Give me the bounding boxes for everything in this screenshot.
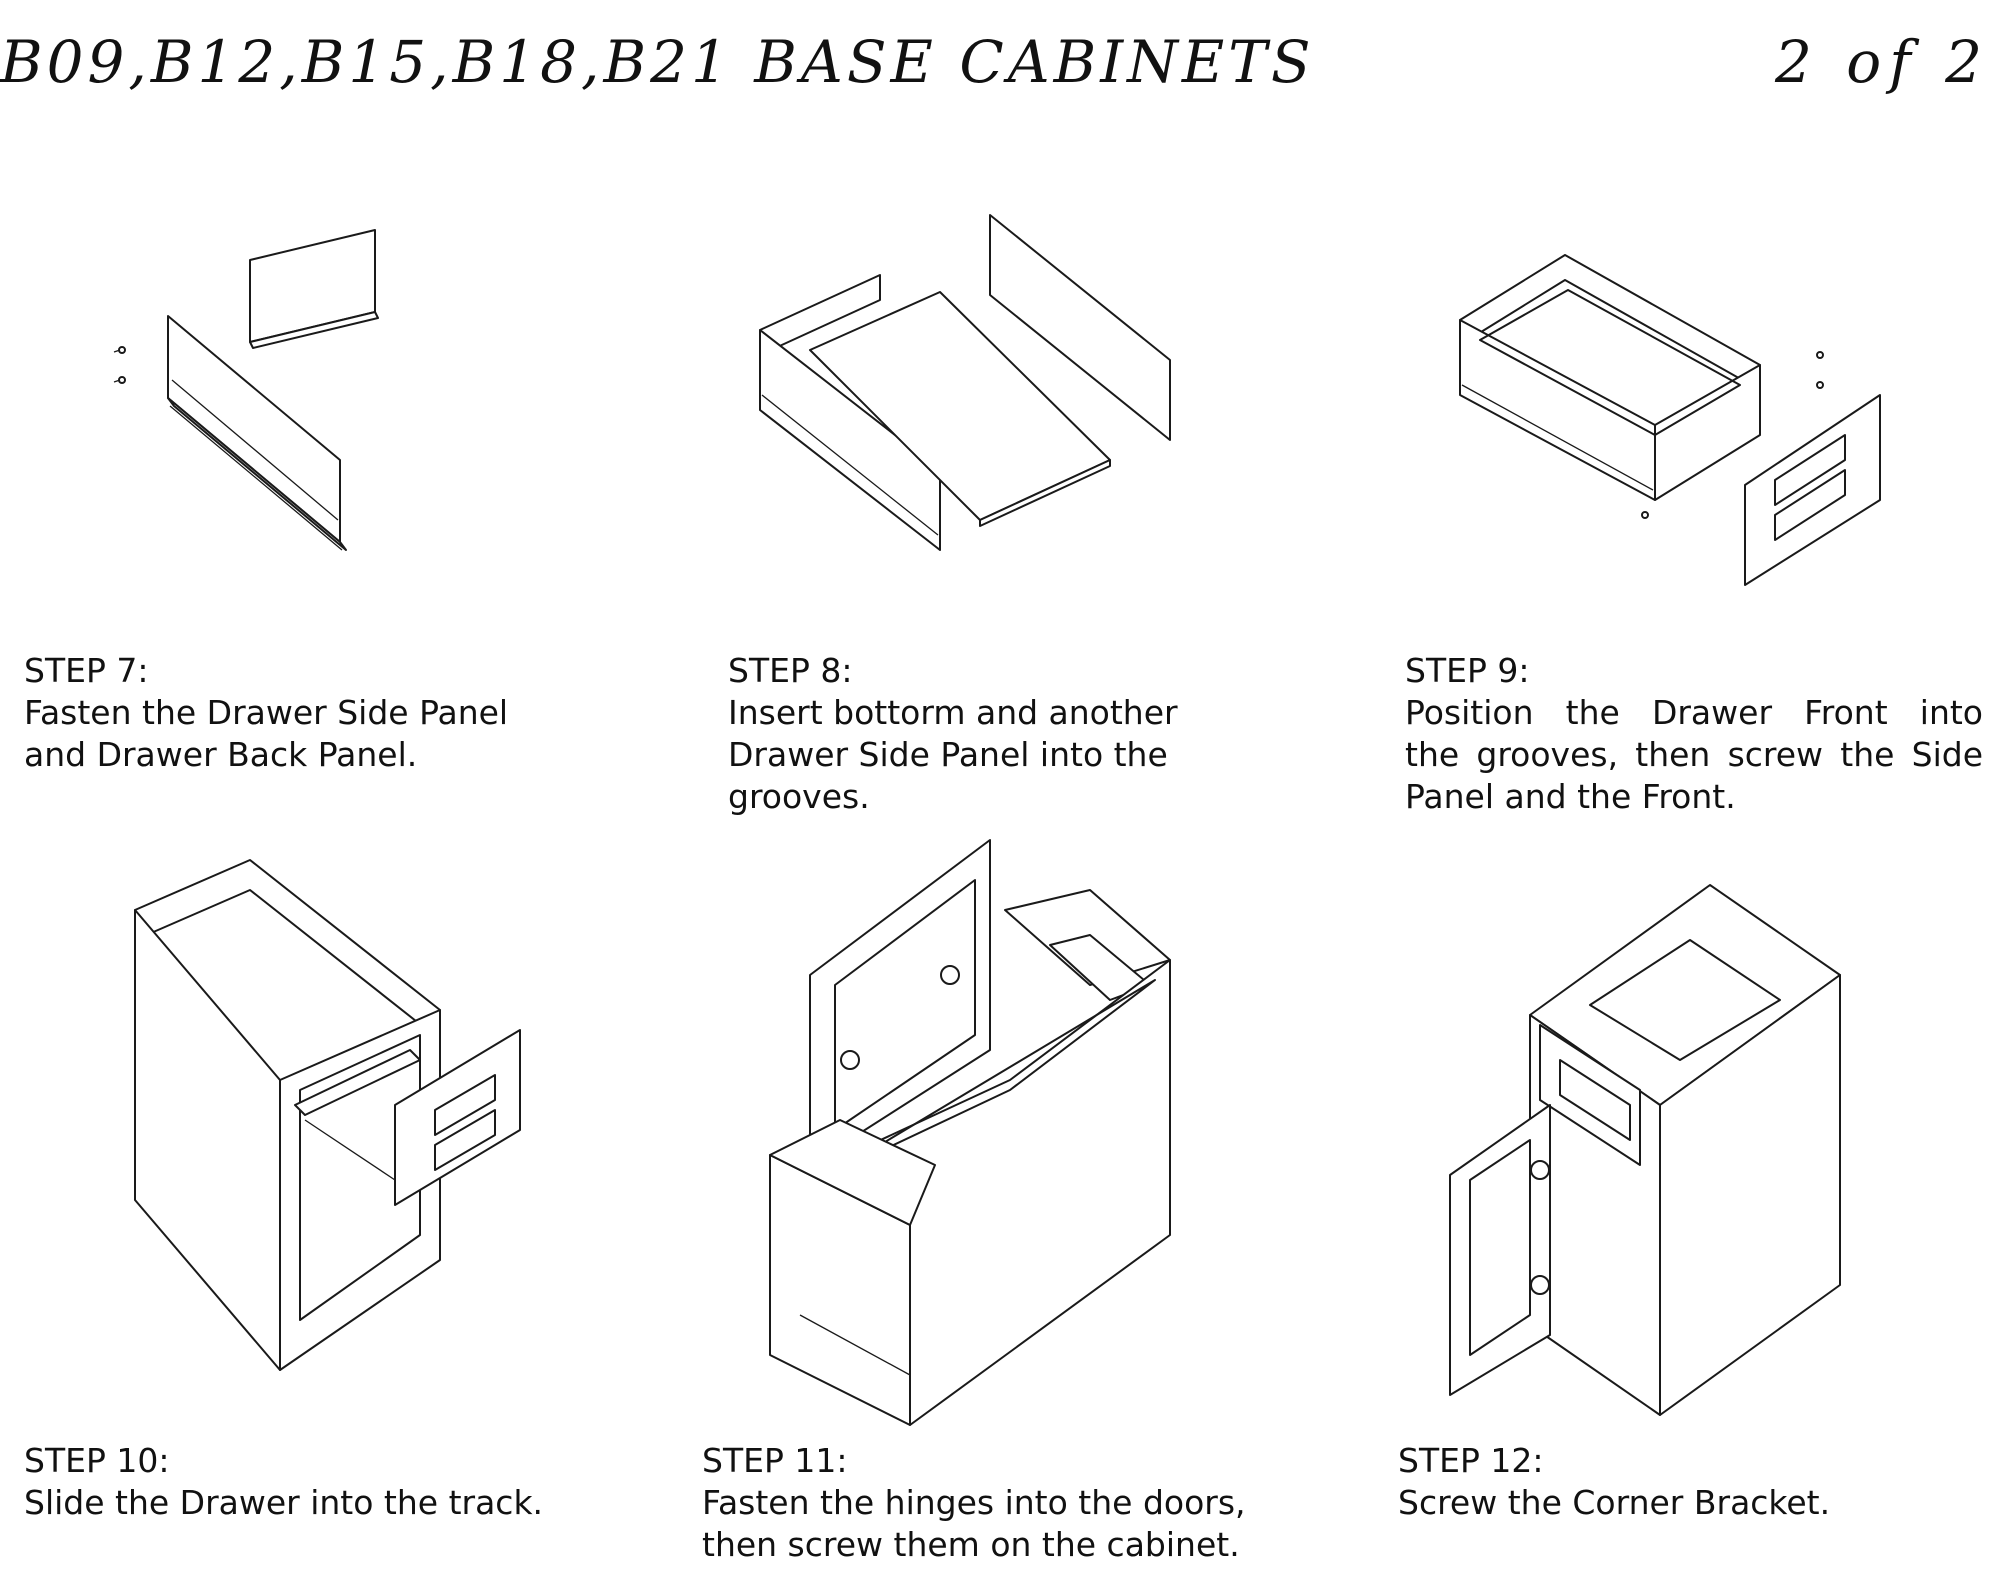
step-7: STEP 7: Fasten the Drawer Side Panel and… [24, 650, 664, 776]
step-7-title: STEP 7: [24, 651, 149, 690]
step-11-line-2: then screw them on the cabinet. [702, 1525, 1240, 1564]
step-12-line-1: Screw the Corner Bracket. [1398, 1483, 1831, 1522]
step-10-line-1: Slide the Drawer into the track. [24, 1483, 544, 1522]
step-9: STEP 9: Position the Drawer Front into t… [1405, 650, 1983, 818]
step-9-illustration [1450, 245, 1890, 586]
step-8-title: STEP 8: [728, 651, 853, 690]
step-11-illustration [760, 835, 1190, 1426]
page-number: 2 of 2 [1774, 28, 1990, 96]
step-11-title: STEP 11: [702, 1441, 848, 1480]
step-8-illustration [740, 210, 1180, 560]
step-12: STEP 12: Screw the Corner Bracket. [1398, 1440, 1978, 1524]
step-9-line-1: Position the Drawer Front into [1405, 693, 1983, 732]
step-10-illustration [120, 859, 540, 1380]
step-7-line-2: and Drawer Back Panel. [24, 735, 418, 774]
step-7-illustration [100, 220, 380, 560]
step-8-line-1: Insert bottorm and another [728, 693, 1178, 732]
step-11-line-1: Fasten the hinges into the doors, [702, 1483, 1246, 1522]
step-12-title: STEP 12: [1398, 1441, 1544, 1480]
step-8-line-3: grooves. [728, 777, 870, 816]
step-9-line-2: the grooves, then screw the Side [1405, 735, 1983, 774]
step-9-line-3: Panel and the Front. [1405, 777, 1736, 816]
step-10-title: STEP 10: [24, 1441, 170, 1480]
step-10: STEP 10: Slide the Drawer into the track… [24, 1440, 684, 1524]
step-9-title: STEP 9: [1405, 651, 1530, 690]
step-11: STEP 11: Fasten the hinges into the door… [702, 1440, 1362, 1566]
step-8: STEP 8: Insert bottorm and another Drawe… [728, 650, 1288, 818]
page-title: B09,B12,B15,B18,B21 BASE CABINETS [0, 28, 1315, 96]
step-7-line-1: Fasten the Drawer Side Panel [24, 693, 509, 732]
step-8-line-2: Drawer Side Panel into the [728, 735, 1168, 774]
step-12-illustration [1440, 875, 1860, 1416]
